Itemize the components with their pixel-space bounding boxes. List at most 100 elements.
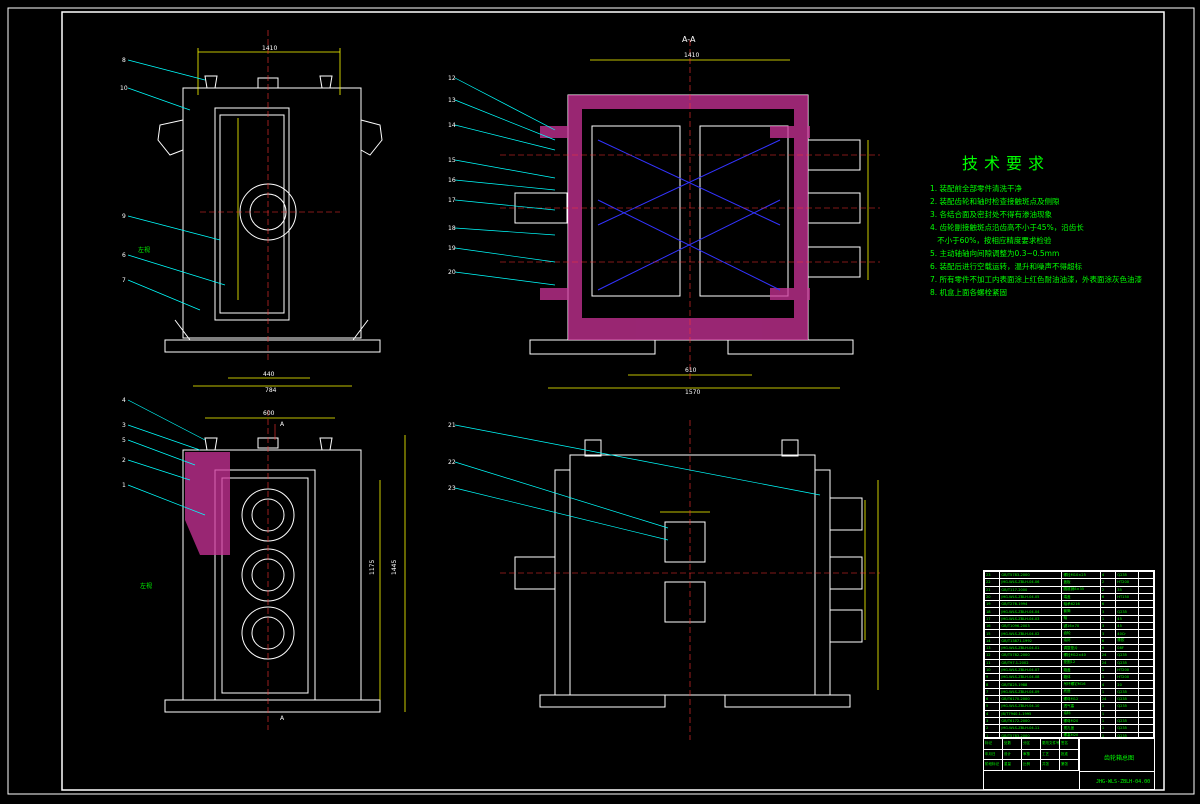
table-cell xyxy=(1137,673,1154,682)
table-cell: 螺母M12 xyxy=(1061,695,1101,704)
table-cell: HT200 xyxy=(1115,673,1139,682)
left-view-mark-2: 左视 xyxy=(140,582,152,590)
table-cell xyxy=(1137,709,1154,718)
title-block-label: 标记 xyxy=(984,739,1003,750)
tech-requirement-item: 3. 各结合面及密封处不得有渗油现象 xyxy=(930,210,1053,219)
table-cell: 3 xyxy=(984,716,1001,726)
drawing-name: 齿轮箱总图 xyxy=(1104,755,1135,762)
table-cell: 24 xyxy=(1099,695,1117,704)
table-cell: 1 xyxy=(1099,702,1117,711)
table-cell: Q235 xyxy=(1115,607,1139,616)
table-cell: 4 xyxy=(1099,571,1117,580)
table-cell: JHG-WLS-ZBLH-04.08 xyxy=(999,673,1063,682)
table-cell: JHG-WLS-ZBLH-04.03 xyxy=(999,614,1063,624)
table-cell xyxy=(1137,629,1154,638)
table-cell: 13 xyxy=(984,643,1001,653)
table-cell: Q235 xyxy=(1115,658,1139,667)
part-17: 17 xyxy=(448,197,456,204)
table-cell: 油封 xyxy=(1061,636,1101,645)
a-mark-top: A xyxy=(280,421,285,428)
table-cell: GB/T825-1988 xyxy=(999,680,1063,689)
table-cell: 端盖 xyxy=(1061,592,1101,602)
table-cell: 10 xyxy=(984,665,1001,675)
table-cell: 15 xyxy=(984,629,1001,638)
title-block-labels: 标记处数分区更改文件号签名年月日设计审核工艺批准阶段标记重量比例共张第张 xyxy=(984,739,1079,771)
table-cell: 6 xyxy=(1099,636,1117,645)
table-cell xyxy=(1137,651,1154,660)
table-cell xyxy=(1137,600,1154,609)
table-cell: 23 xyxy=(984,571,1001,580)
drawing-number: JHG-WLS-ZBLH-04.00 xyxy=(1096,779,1151,785)
title-block-label: 工艺 xyxy=(1041,749,1060,760)
table-cell xyxy=(1137,680,1154,689)
title-block-label: 重量 xyxy=(1003,760,1022,771)
table-cell: 套筒 xyxy=(1061,607,1101,616)
table-cell xyxy=(1137,622,1154,631)
table-cell: 35 xyxy=(1115,585,1139,594)
table-cell: JB/T7940.1-1995 xyxy=(999,709,1063,718)
top-left-centerlines xyxy=(200,30,340,360)
table-cell: 轴承6216 xyxy=(1061,600,1101,609)
bottom-left-labels: 600 1445 1175 A A 4 3 5 2 1 左视 xyxy=(122,397,398,722)
tech-requirement-item: 2. 装配齿轮和轴时检查接触斑点及侧隙 xyxy=(930,197,1060,206)
table-cell: JHG-WLS-ZBLH-04.07 xyxy=(999,665,1063,675)
table-cell: 轴 xyxy=(1061,614,1101,624)
title-block-label: 更改文件号 xyxy=(1041,739,1060,750)
table-cell: 螺母M20 xyxy=(1061,716,1101,726)
part-10: 10 xyxy=(120,85,128,92)
table-cell: 箱体 xyxy=(1061,673,1101,682)
table-cell: JHG-WLS-ZBLH-04.05 xyxy=(999,592,1063,602)
table-cell: 1 xyxy=(1099,716,1117,726)
tech-requirement-item: 1. 装配前全部零件清洗干净 xyxy=(930,184,1023,193)
tech-requirement-item: 5. 主动轴轴向间隙调整为0.3~0.5mm xyxy=(930,249,1060,258)
table-cell: JHG-WLS-ZBLH-04.04 xyxy=(999,607,1063,616)
table-cell: 22 xyxy=(984,578,1001,587)
tech-requirement-item: 不小于60%，按相应精度要求检验 xyxy=(930,236,1052,245)
title-block-label: 设计 xyxy=(1003,749,1022,760)
table-cell: 11 xyxy=(984,658,1001,667)
bottom-left-leaders xyxy=(127,399,206,516)
part-15: 15 xyxy=(448,157,456,164)
table-cell xyxy=(1137,607,1154,616)
table-cell: 18 xyxy=(984,607,1001,616)
table-cell: 透气塞 xyxy=(1061,702,1101,711)
front-leaders xyxy=(454,424,821,541)
table-cell: 螺栓M10×25 xyxy=(1061,571,1101,580)
title-block-label: 阶段标记 xyxy=(984,760,1003,771)
table-cell: GB/T97.1-2002 xyxy=(999,658,1063,667)
table-cell: HT150 xyxy=(1115,592,1139,602)
part-7: 7 xyxy=(122,277,126,284)
table-cell: 40Cr xyxy=(1115,629,1139,638)
top-left-dims xyxy=(193,48,352,387)
table-cell: 圆锥销8×35 xyxy=(1061,585,1101,594)
tech-requirements-list: 1. 装配前全部零件清洗干净 2. 装配齿轮和轴时检查接触斑点及侧隙 3. 各结合面… xyxy=(930,182,1170,299)
table-cell: Q235 xyxy=(1115,724,1139,733)
table-cell xyxy=(1137,687,1154,697)
title-block-label: 处数 xyxy=(1003,739,1022,750)
part-3: 3 xyxy=(122,422,126,429)
table-cell: 3 xyxy=(1099,607,1117,616)
table-cell xyxy=(1137,731,1154,737)
part-22: 22 xyxy=(448,459,456,466)
table-cell: 盖板 xyxy=(1061,578,1101,587)
sheet-border xyxy=(7,7,1195,795)
title-block-label: 分区 xyxy=(1022,739,1041,750)
table-cell: Q235 xyxy=(1115,716,1139,726)
table-cell: GB/T6172-2000 xyxy=(999,716,1063,726)
table-cell: GB/T5782-2000 xyxy=(999,651,1063,660)
table-cell: 1 xyxy=(1099,673,1117,682)
table-cell: 17 xyxy=(984,614,1001,624)
part-2: 2 xyxy=(122,457,126,464)
left-view-mark-1: 左视 xyxy=(138,246,150,254)
drawing-frame xyxy=(61,11,1165,791)
